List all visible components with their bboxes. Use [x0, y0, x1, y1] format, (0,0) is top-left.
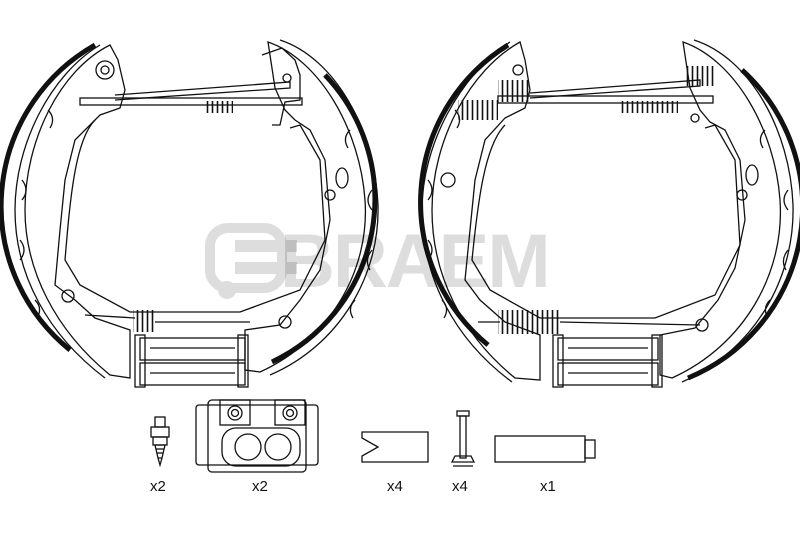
top-strut-bar — [497, 95, 714, 104]
anchor-plate-right — [237, 334, 249, 388]
hold-down-pin-icon — [450, 410, 476, 467]
right-rim-scallops — [759, 129, 789, 319]
anchor-plate-left — [552, 334, 564, 388]
anchor-block-upper — [139, 337, 246, 361]
adjuster-sleeve-icon — [494, 435, 596, 463]
right-web-slot — [745, 164, 759, 186]
adjuster-lever — [114, 81, 291, 101]
top-right-spring — [685, 66, 715, 86]
right-bracket-pin — [690, 113, 700, 123]
bottom-return-spring — [498, 310, 560, 334]
anchor-plate-right — [651, 334, 663, 388]
top-left-spring — [498, 80, 530, 102]
left-lower-hole — [61, 289, 75, 303]
bottom-spring-hook — [559, 321, 701, 326]
adjuster-sleeve-quantity: x1 — [540, 478, 556, 495]
retaining-clip-icon — [361, 431, 429, 463]
left-backing-contour — [64, 119, 326, 313]
left-shoe-rim — [421, 41, 513, 383]
anchor-block-upper — [557, 337, 659, 361]
left-shoe-lining — [0, 42, 97, 352]
left-web-hole — [440, 172, 456, 188]
left-pivot-pin — [512, 64, 524, 76]
retaining-clip-quantity: x4 — [387, 478, 403, 495]
right-shoe-rim — [269, 39, 379, 376]
right-web-slot — [335, 167, 349, 189]
left-pivot-pin — [100, 65, 110, 75]
left-pivot-hole — [95, 60, 115, 80]
right-bracket-pin — [282, 73, 292, 83]
right-backing-contour — [471, 124, 741, 319]
top-adjuster-spring — [205, 101, 233, 113]
bottom-return-spring — [133, 310, 155, 332]
hold-down-pin-quantity: x4 — [452, 478, 468, 495]
left-shoe-lining — [418, 42, 510, 347]
hold-spring-left — [458, 100, 498, 120]
right-shoe-web — [244, 41, 367, 373]
top-strut-bar — [79, 97, 303, 106]
right-shoe-rim — [681, 39, 794, 383]
wheel-cylinder-icon — [195, 399, 319, 473]
right-web-hole — [324, 189, 336, 201]
anchor-plate-left — [134, 334, 146, 388]
adjuster-lever — [529, 79, 701, 99]
right-rim-scallops — [344, 129, 373, 319]
anchor-block-lower — [139, 362, 246, 386]
right-lower-hole — [278, 315, 292, 329]
wheel-cylinder-quantity: x2 — [252, 478, 268, 495]
left-shoe-rim — [14, 44, 106, 379]
left-rim-scallops — [427, 109, 461, 319]
left-rim-scallops — [19, 109, 54, 319]
bleeder-valve-icon — [150, 416, 170, 468]
right-shoe-web — [659, 41, 782, 379]
left-shoe-web — [24, 44, 131, 379]
right-web-hole — [736, 189, 748, 201]
top-adjuster-spring — [620, 101, 678, 113]
bleeder-valve-quantity: x2 — [150, 478, 166, 495]
bottom-spring-wire — [84, 314, 136, 319]
anchor-block-lower — [557, 362, 659, 386]
right-brake-assembly — [418, 39, 800, 388]
right-top-bracket — [261, 47, 301, 126]
left-brake-assembly — [0, 39, 379, 388]
